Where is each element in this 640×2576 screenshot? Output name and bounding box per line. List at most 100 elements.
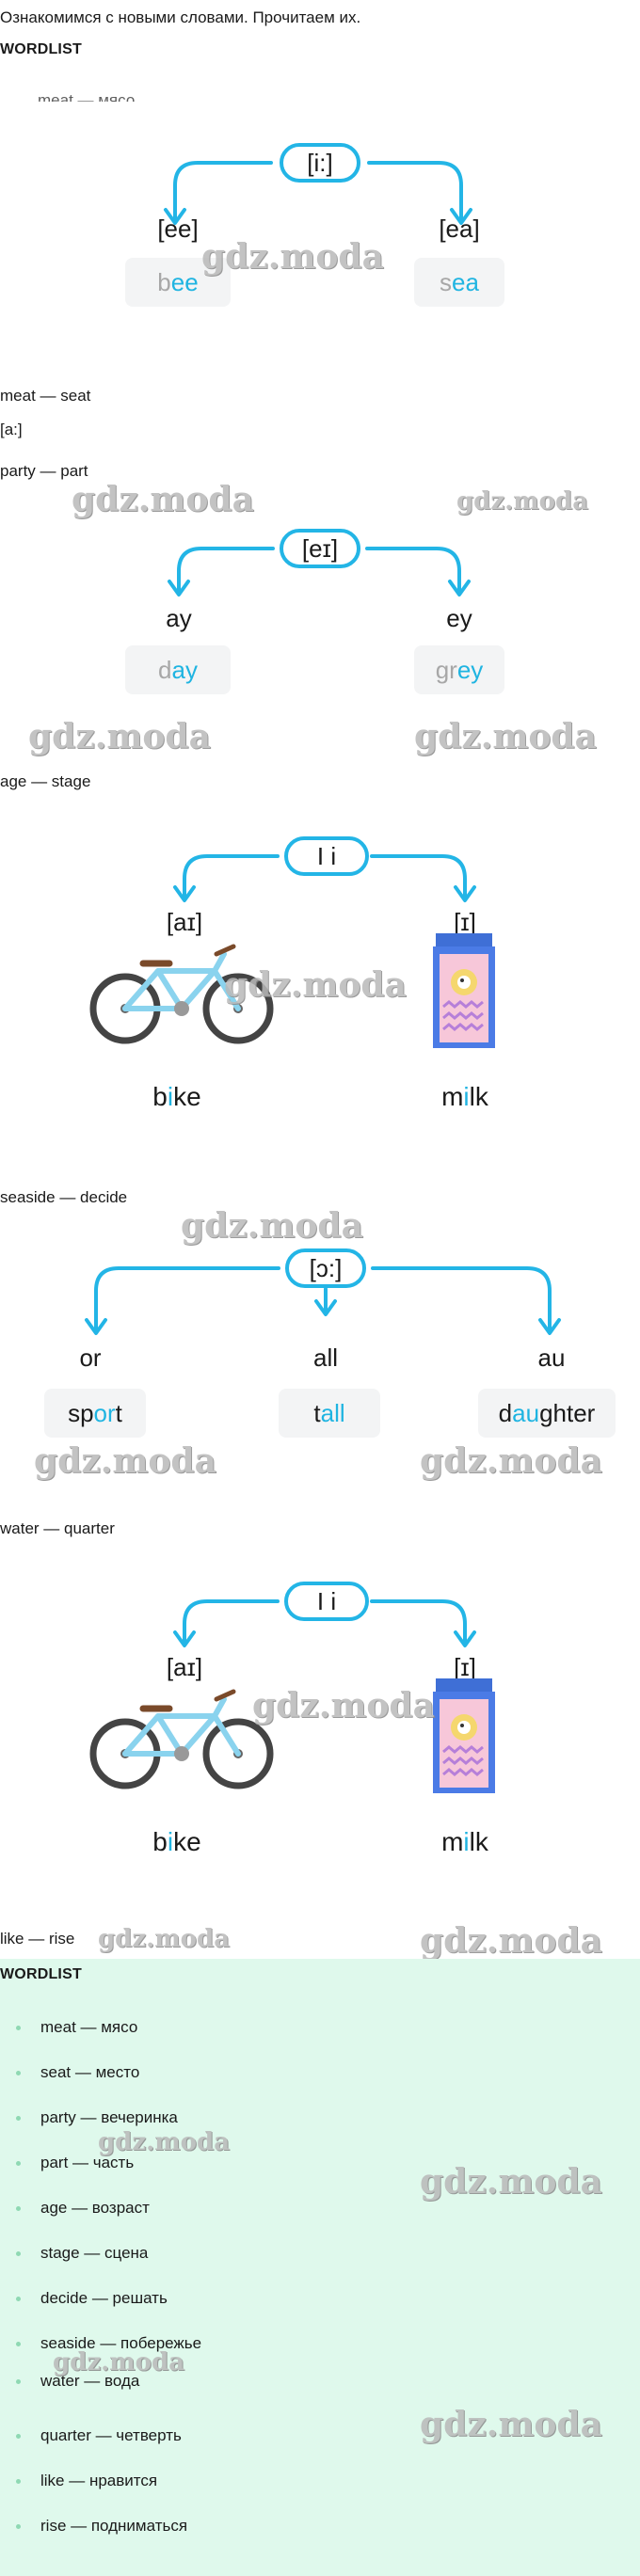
word-highlight: ea xyxy=(452,267,479,296)
sound-pill: [ɔ:] xyxy=(285,1248,366,1288)
diagram-ii-1: I i [aɪ] [ɪ] bike milk xyxy=(0,828,640,1120)
word-part: s xyxy=(440,267,453,296)
bike-icon xyxy=(89,1689,274,1789)
caption: age — stage xyxy=(0,772,91,790)
phonetic-note: [a:] xyxy=(0,421,23,438)
list-item: water — вода xyxy=(15,2372,140,2390)
watermark: gdz.moda xyxy=(224,965,407,1005)
watermark: gdz.moda xyxy=(456,487,589,516)
wordlist-heading: WORDLIST xyxy=(0,1966,82,1982)
intro-text: Ознакомимся с новыми словами. Прочитаем … xyxy=(0,8,361,26)
list-item: stage — сцена xyxy=(15,2244,149,2262)
watermark: gdz.moda xyxy=(252,1686,435,1725)
label-or: or xyxy=(79,1344,102,1372)
word-part: d xyxy=(498,1398,513,1427)
watermark: gdz.moda xyxy=(420,1441,602,1481)
word-highlight: all xyxy=(320,1398,345,1427)
caption: seaside — decide xyxy=(0,1188,128,1206)
watermark: gdz.moda xyxy=(53,2348,185,2377)
left-label: [ee] xyxy=(157,215,199,243)
right-label: [ɪ] xyxy=(454,1653,476,1681)
wordlist-heading-top: WORDLIST xyxy=(0,41,82,57)
arrows-ii-1 xyxy=(173,854,476,902)
word-highlight: ee xyxy=(170,267,199,296)
word-bike: bike xyxy=(111,1082,243,1112)
arrows-ee-ea xyxy=(164,161,472,225)
list-item: party — вечеринка xyxy=(16,2108,178,2126)
list-item: part — часть xyxy=(15,2154,135,2171)
bike-icon xyxy=(89,944,274,1044)
cut-text: meat — мясо xyxy=(38,91,136,102)
caption: water — quarter xyxy=(0,1519,115,1537)
word-part: m xyxy=(441,1082,464,1111)
word-highlight: i xyxy=(463,1827,470,1856)
list-item: seaside — побережье xyxy=(15,2334,202,2352)
watermark: gdz.moda xyxy=(420,2405,602,2444)
label-au: au xyxy=(537,1344,566,1372)
list-item: seat — место xyxy=(15,2063,140,2081)
milk-carton-icon xyxy=(433,933,495,1048)
watermark: gdz.moda xyxy=(420,2162,602,2202)
list-item: rise — подниматься xyxy=(15,2517,188,2535)
list-item: age — возраст xyxy=(16,2199,150,2217)
watermark: gdz.moda xyxy=(420,1921,602,1961)
right-label: ey xyxy=(446,604,472,632)
word-part: t xyxy=(115,1398,122,1427)
list-item: like — нравится xyxy=(15,2472,158,2489)
sound-pill: [i:] xyxy=(280,143,360,183)
word-part: lk xyxy=(469,1827,488,1856)
left-label: [aɪ] xyxy=(166,1653,203,1681)
sound-pill: [eɪ] xyxy=(280,529,360,568)
right-label: [ea] xyxy=(439,215,480,243)
word-bike: bike xyxy=(111,1827,243,1857)
word-part: gr xyxy=(435,655,457,684)
word-highlight: i xyxy=(167,1827,174,1856)
word-part: ghter xyxy=(539,1398,596,1427)
caption: like — rise xyxy=(0,1930,75,1948)
word-part: m xyxy=(441,1827,464,1856)
word-highlight: au xyxy=(512,1398,540,1427)
word-part: b xyxy=(157,267,171,296)
watermark: gdz.moda xyxy=(414,717,597,756)
list-item: meat — мясо xyxy=(15,2018,138,2036)
word-milk: milk xyxy=(399,1082,531,1112)
sound-pill: I i xyxy=(284,836,369,876)
caption: party — part xyxy=(0,462,88,480)
arrows-ay-ey xyxy=(168,547,471,596)
left-label: [aɪ] xyxy=(166,908,203,936)
word-highlight: ey xyxy=(456,655,484,684)
arrows-aw xyxy=(85,1266,561,1335)
watermark: gdz.moda xyxy=(28,717,211,756)
watermark: gdz.moda xyxy=(98,1925,231,1953)
word-highlight: i xyxy=(167,1082,174,1111)
arrows-ii-2 xyxy=(173,1599,476,1647)
word-part: lk xyxy=(469,1082,488,1111)
right-label: [ɪ] xyxy=(454,908,476,936)
watermark: gdz.moda xyxy=(72,480,254,519)
sound-pill: I i xyxy=(284,1582,369,1621)
word-part: t xyxy=(313,1398,321,1427)
watermark: gdz.moda xyxy=(34,1441,216,1481)
word-part: ke xyxy=(173,1827,201,1856)
word-highlight: ay xyxy=(171,655,198,684)
word-milk: milk xyxy=(399,1827,531,1857)
word-part: b xyxy=(152,1082,168,1111)
watermark: gdz.moda xyxy=(181,1206,363,1246)
word-part: ke xyxy=(173,1082,201,1111)
label-all: all xyxy=(312,1344,338,1372)
watermark: gdz.moda xyxy=(98,2128,231,2156)
list-item: quarter — четверть xyxy=(16,2426,182,2444)
diagram-ii-2: I i [aɪ] [ɪ] bike milk xyxy=(0,1573,640,1865)
word-highlight: i xyxy=(463,1082,470,1111)
watermark: gdz.moda xyxy=(201,237,384,277)
word-part: d xyxy=(158,655,172,684)
